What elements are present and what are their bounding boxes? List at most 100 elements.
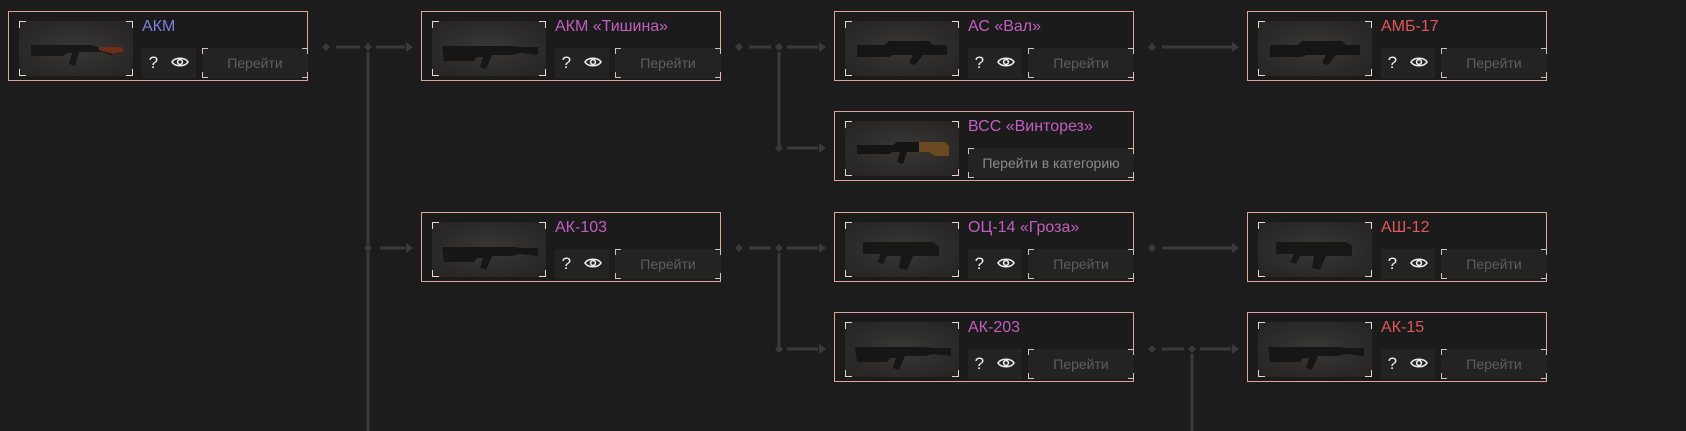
help-icon[interactable]: ? — [148, 53, 159, 72]
eye-icon[interactable] — [171, 53, 190, 73]
weapon-actions: ? — [1381, 48, 1435, 78]
go-button[interactable]: Перейти — [1441, 349, 1547, 379]
weapon-image[interactable] — [845, 121, 959, 176]
go-button[interactable]: Перейти — [1028, 249, 1134, 279]
corner-bracket — [1365, 222, 1372, 229]
corner-bracket — [615, 273, 621, 279]
go-button[interactable]: Перейти — [615, 249, 721, 279]
go-button-label: Перейти — [640, 55, 696, 71]
connector-diamond-icon — [364, 43, 372, 51]
eye-icon[interactable] — [1410, 254, 1429, 274]
arrow-right-icon — [819, 344, 826, 354]
go-button[interactable]: Перейти — [202, 48, 308, 78]
weapon-card[interactable]: АМБ-17? Перейти — [1247, 11, 1547, 81]
eye-icon[interactable] — [997, 354, 1016, 374]
help-icon[interactable]: ? — [1387, 254, 1398, 273]
weapon-image[interactable] — [432, 21, 546, 76]
weapon-image[interactable] — [1258, 222, 1372, 277]
weapon-card[interactable]: АШ-12? Перейти — [1247, 212, 1547, 282]
weapon-name[interactable]: ОЦ-14 «Гроза» — [968, 219, 1080, 236]
go-button[interactable]: Перейти — [1028, 48, 1134, 78]
weapon-actions: ? — [968, 349, 1022, 379]
go-button[interactable]: Перейти — [1441, 249, 1547, 279]
corner-bracket — [1258, 69, 1265, 76]
weapon-image[interactable] — [845, 21, 959, 76]
connector-diamond-icon — [775, 345, 783, 353]
weapon-image[interactable] — [432, 222, 546, 277]
corner-bracket — [715, 72, 721, 78]
corner-bracket — [432, 222, 439, 229]
corner-bracket — [952, 370, 959, 377]
weapon-image[interactable] — [845, 222, 959, 277]
weapon-card[interactable]: АК-103? Перейти — [421, 212, 721, 282]
weapon-name[interactable]: АС «Вал» — [968, 18, 1042, 35]
corner-bracket — [1128, 148, 1134, 154]
help-icon[interactable]: ? — [1387, 354, 1398, 373]
help-icon[interactable]: ? — [974, 354, 985, 373]
weapon-image[interactable] — [19, 21, 133, 76]
help-icon[interactable]: ? — [1387, 53, 1398, 72]
corner-bracket — [952, 222, 959, 229]
eye-icon[interactable] — [1410, 354, 1429, 374]
weapon-name[interactable]: АКМ — [142, 18, 176, 35]
corner-bracket — [952, 121, 959, 128]
weapon-silhouette-icon — [857, 142, 949, 164]
go-to-category-button[interactable]: Перейти в категорию — [968, 148, 1134, 178]
go-button-label: Перейти — [640, 256, 696, 272]
weapon-card[interactable]: АС «Вал»? Перейти — [834, 11, 1134, 81]
weapon-name[interactable]: АК-15 — [1381, 319, 1425, 336]
eye-icon[interactable] — [584, 53, 603, 73]
corner-bracket — [845, 222, 852, 229]
go-button[interactable]: Перейти — [615, 48, 721, 78]
go-button-label: Перейти в категорию — [982, 155, 1120, 171]
corner-bracket — [845, 21, 852, 28]
weapon-image[interactable] — [845, 322, 959, 377]
weapon-name[interactable]: АШ-12 — [1381, 219, 1430, 236]
corner-bracket — [1365, 370, 1372, 377]
weapon-image[interactable] — [1258, 322, 1372, 377]
eye-icon[interactable] — [997, 254, 1016, 274]
corner-bracket — [1128, 172, 1134, 178]
weapon-card[interactable]: АКМ? Перейти — [8, 11, 308, 81]
help-icon[interactable]: ? — [974, 53, 985, 72]
arrow-right-icon — [1232, 243, 1239, 253]
corner-bracket — [1441, 273, 1447, 279]
corner-bracket — [539, 69, 546, 76]
corner-bracket — [1541, 373, 1547, 379]
corner-bracket — [615, 72, 621, 78]
weapon-name[interactable]: АКМ «Тишина» — [555, 18, 669, 35]
weapon-name[interactable]: АК-203 — [968, 319, 1021, 336]
corner-bracket — [1128, 48, 1134, 54]
corner-bracket — [1541, 72, 1547, 78]
eye-icon[interactable] — [584, 254, 603, 274]
corner-bracket — [1258, 370, 1265, 377]
eye-icon[interactable] — [1410, 53, 1429, 73]
weapon-silhouette-icon — [855, 347, 951, 370]
weapon-image[interactable] — [1258, 21, 1372, 76]
go-button-label: Перейти — [1466, 256, 1522, 272]
help-icon[interactable]: ? — [561, 254, 572, 273]
corner-bracket — [968, 148, 974, 154]
help-icon[interactable]: ? — [974, 254, 985, 273]
weapon-card[interactable]: ОЦ-14 «Гроза»? Перейти — [834, 212, 1134, 282]
corner-bracket — [1365, 322, 1372, 329]
go-button[interactable]: Перейти — [1441, 48, 1547, 78]
corner-bracket — [539, 21, 546, 28]
connector-diamond-icon — [322, 43, 330, 51]
weapon-card[interactable]: АК-15? Перейти — [1247, 312, 1547, 382]
weapon-name[interactable]: ВСС «Винторез» — [968, 118, 1093, 135]
weapon-card[interactable]: АКМ «Тишина»? Перейти — [421, 11, 721, 81]
connector-diamond-icon — [735, 43, 743, 51]
corner-bracket — [952, 21, 959, 28]
weapon-card[interactable]: ВСС «Винторез» Перейти в категорию — [834, 111, 1134, 181]
go-button[interactable]: Перейти — [1028, 349, 1134, 379]
corner-bracket — [1128, 349, 1134, 355]
weapon-name[interactable]: АМБ-17 — [1381, 18, 1439, 35]
help-icon[interactable]: ? — [561, 53, 572, 72]
weapon-silhouette-icon — [442, 247, 538, 270]
eye-icon[interactable] — [997, 53, 1016, 73]
weapon-name[interactable]: АК-103 — [555, 219, 608, 236]
weapon-actions: ? — [555, 249, 609, 279]
weapon-card[interactable]: АК-203? Перейти — [834, 312, 1134, 382]
corner-bracket — [126, 69, 133, 76]
